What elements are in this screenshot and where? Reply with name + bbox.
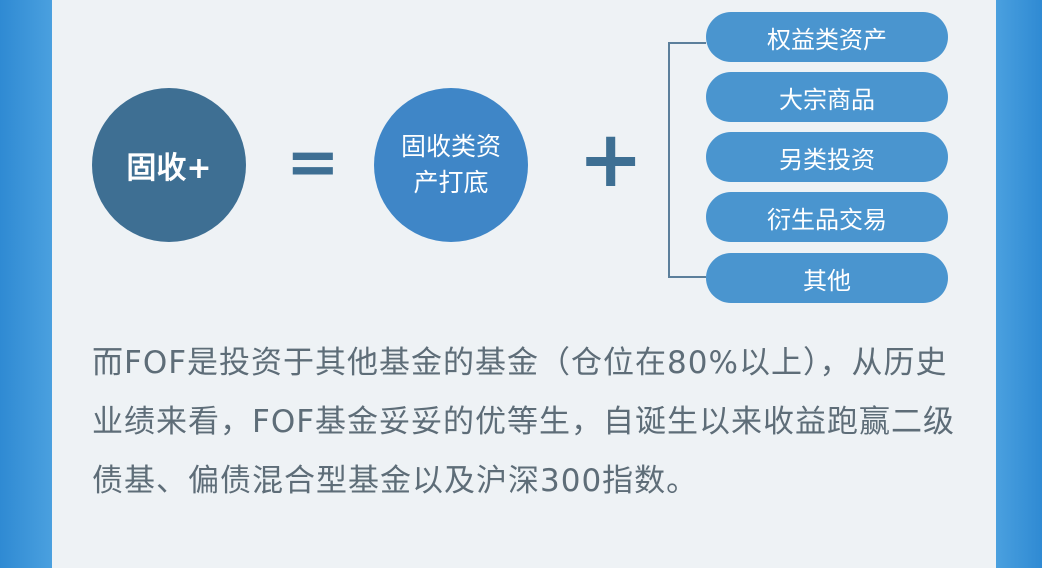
category-pill-commodities: 大宗商品 — [706, 72, 948, 122]
category-pill-label: 另类投资 — [779, 145, 875, 174]
category-bracket — [668, 42, 706, 278]
fixed-income-base-circle: 固收类资产打底 — [374, 88, 528, 242]
fixed-income-base-label: 固收类资产打底 — [400, 132, 501, 197]
fixed-income-plus-label: 固收+ — [126, 151, 212, 186]
equals-sign: = — [286, 126, 340, 200]
category-pill-label: 大宗商品 — [779, 85, 875, 114]
category-pill-derivatives: 衍生品交易 — [706, 192, 948, 242]
category-pill-label: 衍生品交易 — [767, 205, 887, 234]
fixed-income-plus-circle: 固收+ — [92, 88, 246, 242]
side-background-right — [996, 0, 1042, 568]
category-pill-alternative: 另类投资 — [706, 132, 948, 182]
plus-sign: + — [578, 115, 644, 205]
category-pill-label: 权益类资产 — [767, 25, 887, 54]
category-pill-other: 其他 — [706, 253, 948, 303]
side-background-left — [0, 0, 52, 568]
category-pill-label: 其他 — [803, 266, 851, 295]
fof-description: 而FOF是投资于其他基金的基金（仓位在80%以上），从历史业绩来看，FOF基金妥… — [92, 345, 956, 499]
category-pill-equity: 权益类资产 — [706, 12, 948, 62]
